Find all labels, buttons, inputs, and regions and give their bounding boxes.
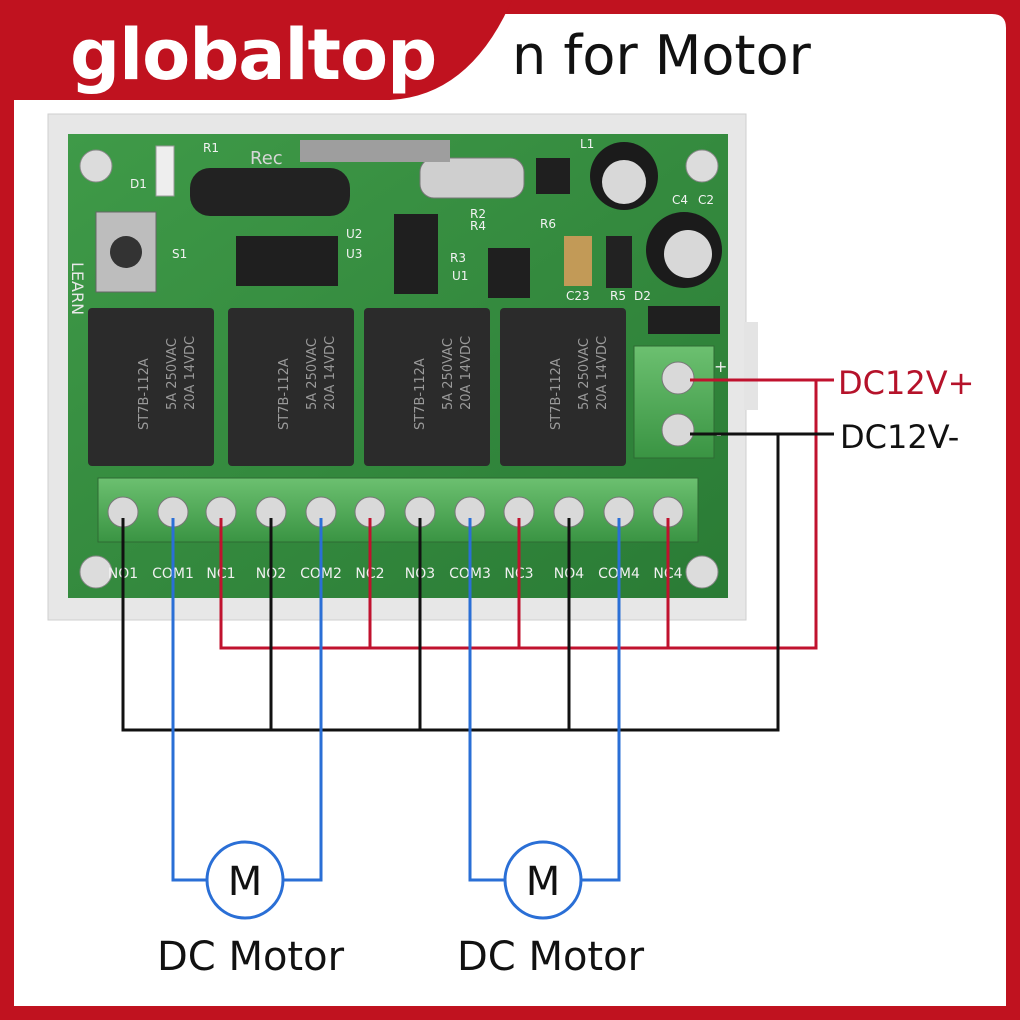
led <box>155 145 175 197</box>
dc12v-plus-label: DC12V+ <box>838 364 975 402</box>
rf-module <box>300 140 450 162</box>
ic-u3 <box>394 214 438 294</box>
terminal-screws <box>107 496 684 528</box>
capacitor-c4-top <box>602 160 646 204</box>
svg-text:U2: U2 <box>346 227 362 241</box>
ic-u2 <box>236 236 338 286</box>
svg-text:R1: R1 <box>203 141 219 155</box>
side-tab <box>744 322 758 410</box>
svg-text:5A 250VAC: 5A 250VAC <box>577 338 592 410</box>
svg-text:ST7B-112A: ST7B-112A <box>137 358 152 430</box>
svg-text:R4: R4 <box>470 219 486 233</box>
ic-u1 <box>488 248 530 298</box>
mounting-screws <box>79 149 719 589</box>
svg-text:5A 250VAC: 5A 250VAC <box>441 338 456 410</box>
learn-label: LEARN <box>68 262 87 315</box>
svg-text:D1: D1 <box>130 177 147 191</box>
capacitor-c2-top <box>664 230 712 278</box>
regulator <box>536 158 570 194</box>
svg-text:5A 250VAC: 5A 250VAC <box>165 338 180 410</box>
relays <box>88 308 626 466</box>
cap-c23 <box>564 236 592 286</box>
svg-text:S1: S1 <box>172 247 187 261</box>
svg-text:20A 14VDC: 20A 14VDC <box>183 336 198 410</box>
learn-button-cap <box>110 236 142 268</box>
svg-text:ST7B-112A: ST7B-112A <box>277 358 292 430</box>
resistor-r5 <box>606 236 632 288</box>
svg-text:5A 250VAC: 5A 250VAC <box>305 338 320 410</box>
motor-1-wire-a <box>171 518 207 882</box>
svg-text:R5: R5 <box>610 289 626 303</box>
positive-bus-wire <box>219 378 818 650</box>
motor-2-wire-a <box>468 518 505 882</box>
wires <box>121 378 834 882</box>
svg-text:R2: R2 <box>470 207 486 221</box>
power-plus-label: + <box>714 357 727 376</box>
motor-2-label: DC Motor <box>457 934 645 980</box>
brand-banner <box>0 0 512 100</box>
motor-1-symbol: M <box>228 859 263 905</box>
svg-text:20A 14VDC: 20A 14VDC <box>459 336 474 410</box>
brand-logo-text: globaltop <box>70 14 437 96</box>
svg-text:L1: L1 <box>580 137 594 151</box>
svg-text:ST7B-112A: ST7B-112A <box>413 358 428 430</box>
dc12v-minus-label: DC12V- <box>840 418 960 456</box>
svg-text:R3: R3 <box>450 251 466 265</box>
component-labels: R1 D1 L1 C4 C2 U2 U3 R2 R4 R3 U1 R6 S1 C… <box>130 137 714 303</box>
motor-2-symbol: M <box>526 859 561 905</box>
svg-text:C2: C2 <box>698 193 714 207</box>
negative-bus-wire <box>121 432 780 732</box>
motor-1-wire-b <box>283 518 323 882</box>
svg-text:D2: D2 <box>634 289 651 303</box>
motor-1-label: DC Motor <box>157 934 345 980</box>
output-terminal-strip <box>97 477 699 543</box>
page-title: n for Motor <box>512 24 811 87</box>
motor-1-symbol-circle <box>205 840 285 920</box>
svg-text:U1: U1 <box>452 269 468 283</box>
crystal <box>419 157 525 199</box>
power-screw-plus <box>661 361 695 395</box>
svg-text:C23: C23 <box>566 289 590 303</box>
diode-d2 <box>648 306 720 334</box>
svg-text:20A 14VDC: 20A 14VDC <box>323 336 338 410</box>
svg-text:ST7B-112A: ST7B-112A <box>549 358 564 430</box>
relay-markings: ST7B-112A 5A 250VAC 20A 14VDC ST7B-112A … <box>137 336 610 430</box>
antenna-coil <box>190 168 350 216</box>
motor-2-wire-b <box>581 518 621 882</box>
svg-text:20A 14VDC: 20A 14VDC <box>595 336 610 410</box>
svg-text:R6: R6 <box>540 217 556 231</box>
silk-text: Rec <box>250 148 283 169</box>
power-screw-minus <box>661 413 695 447</box>
svg-text:C4: C4 <box>672 193 688 207</box>
motor-2-symbol-circle <box>503 840 583 920</box>
svg-text:U3: U3 <box>346 247 362 261</box>
